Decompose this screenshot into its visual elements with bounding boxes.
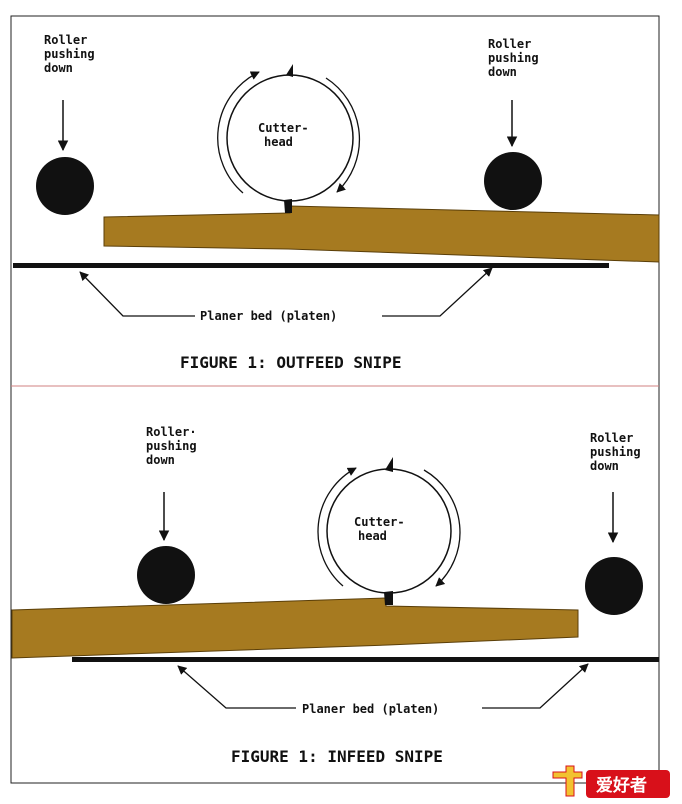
cutterhead-knife-bottom — [284, 199, 292, 213]
rotation-arrow-left — [217, 71, 260, 194]
cutterhead — [326, 468, 452, 594]
rotation-arrow-right — [325, 77, 361, 193]
outer-frame — [10, 15, 660, 784]
watermark-logo: 爱好者 — [552, 765, 670, 798]
roller-label-right: Roller pushing down — [590, 431, 648, 473]
logo-text: 爱好者 — [596, 775, 647, 796]
cutterhead-knife-top — [286, 64, 293, 77]
roller-label-left: Roller· pushing down — [146, 425, 204, 467]
logo-mark-icon — [552, 765, 583, 797]
figure-caption-outfeed: FIGURE 1: OUTFEED SNIPE — [180, 353, 402, 372]
figure-infeed: Roller· pushing down Roller pushing down… — [11, 425, 659, 766]
board — [103, 205, 660, 263]
figure-outfeed: Roller pushing down Roller pushing down … — [13, 33, 660, 372]
roller-label-right: Roller pushing down — [488, 37, 546, 79]
rotation-arrow-left — [317, 467, 357, 587]
board — [11, 597, 579, 659]
planer-bed — [72, 657, 659, 662]
figure-caption-infeed: FIGURE 1: INFEED SNIPE — [231, 747, 443, 766]
roller-left — [137, 546, 195, 604]
roller-right — [585, 557, 643, 615]
planer-bed — [13, 263, 609, 268]
roller-left — [36, 157, 94, 215]
bed-label: Planer bed (platen) — [200, 309, 337, 323]
cutterhead-label: Cutter- head — [354, 515, 412, 543]
logo-badge — [586, 770, 670, 798]
roller-label-left: Roller pushing down — [44, 33, 102, 75]
cutterhead-label: Cutter- head — [258, 121, 316, 149]
rotation-arrow-right — [423, 469, 461, 587]
roller-right — [484, 152, 542, 210]
bed-leader-left — [79, 271, 195, 317]
cutterhead-knife-top — [385, 457, 393, 472]
bed-leader-right — [482, 663, 589, 709]
bed-leader-right — [382, 267, 493, 317]
cutterhead-knife-bottom — [384, 591, 393, 605]
bed-leader-left — [177, 665, 296, 709]
bed-label: Planer bed (platen) — [302, 702, 439, 716]
